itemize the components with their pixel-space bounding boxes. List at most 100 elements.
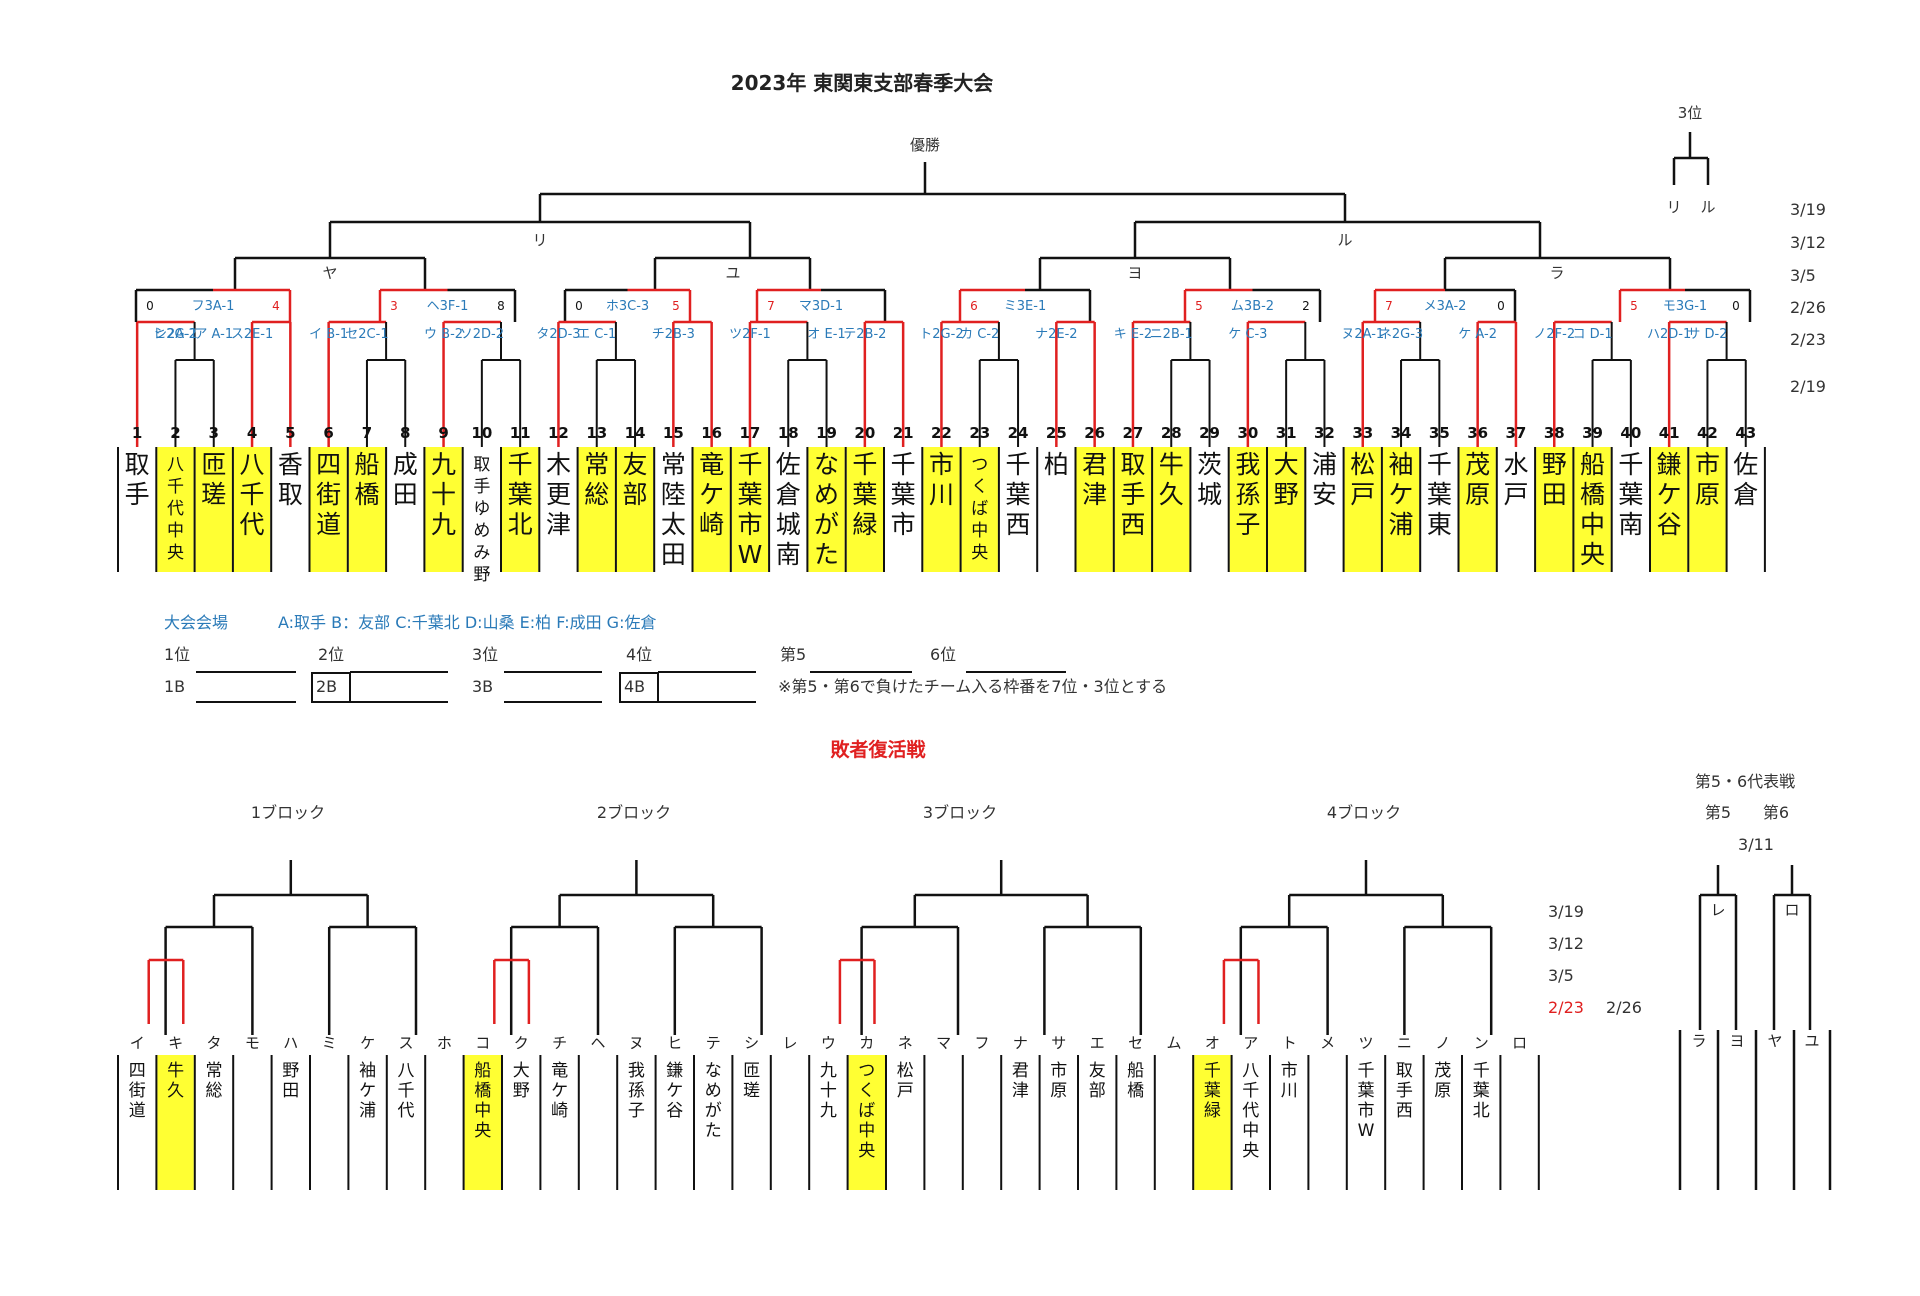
first-round-label: シ2A-2 <box>154 327 197 342</box>
team-name-char: 孫 <box>1235 480 1260 509</box>
repechage-column: ネ松戸 <box>897 1034 914 1101</box>
team-name-char: 船 <box>354 450 379 479</box>
repechage-block <box>1222 860 1493 1035</box>
repechage-team-char: 原 <box>1434 1081 1451 1101</box>
first-round-label: サ D-2 <box>1687 327 1727 342</box>
team-number: 24 <box>1008 424 1029 442</box>
team-name-char: 倉 <box>776 480 801 509</box>
repechage-team-char: 崎 <box>551 1101 568 1121</box>
team-number: 42 <box>1697 424 1718 442</box>
team-name-char: 代 <box>240 510 265 539</box>
team-name-char: 千 <box>167 477 184 497</box>
fifth-sixth-date: 3/11 <box>1738 835 1774 854</box>
highlight-cell <box>310 447 347 572</box>
repechage-team-char: 葉 <box>1204 1081 1221 1101</box>
repechage-block <box>493 860 763 1035</box>
repechage-team-char: 中 <box>1242 1121 1259 1141</box>
team-name-char: 央 <box>1580 540 1605 569</box>
team-name-char: 市 <box>1695 450 1720 479</box>
team-name-char: 取 <box>1120 450 1145 479</box>
first-round-label: チ2B-3 <box>652 327 695 342</box>
seed-4b: 4B <box>624 677 645 696</box>
team-name-char: 原 <box>1695 480 1720 509</box>
r16-match: マ3D-17 <box>755 288 887 322</box>
repechage-slot: フ <box>974 1034 989 1052</box>
first-round-group <box>327 320 407 447</box>
highlight-cell <box>731 447 769 572</box>
repechage-column: モ <box>245 1034 260 1052</box>
team-column: 7船橋 <box>348 424 386 572</box>
team-name-char: 常 <box>661 450 686 479</box>
team-name-char: 取 <box>125 450 150 479</box>
repechage-slot: ヌ <box>629 1034 644 1052</box>
repechage-team-char: 九 <box>820 1101 837 1121</box>
team-number: 39 <box>1582 424 1603 442</box>
repechage-team-char: 橋 <box>474 1081 491 1101</box>
score-right: 8 <box>497 299 505 313</box>
team-name-char: ケ <box>699 480 724 509</box>
repechage-team-char: 九 <box>820 1061 837 1081</box>
team-name-char: 田 <box>661 540 686 569</box>
team-name-char: 葉 <box>508 480 533 509</box>
first-round-label: ヒ2G-1 <box>153 327 197 342</box>
team-name-char: 千 <box>852 450 877 479</box>
highlight-cell <box>1268 447 1305 572</box>
team-name-char: 柏 <box>1044 450 1069 479</box>
team-name-char: 城 <box>776 510 801 539</box>
first-round-label: カ C-2 <box>960 327 999 342</box>
team-name-char: W <box>738 540 763 569</box>
venue-list: A:取手 B：友部 C:千葉北 D:山桑 E:柏 F:成田 G:佐倉 <box>278 613 656 632</box>
first-round-label: ネ2G-3 <box>1379 327 1423 342</box>
highlight-cell <box>1076 447 1113 572</box>
highlight-cell <box>1229 447 1266 572</box>
legend: 大会会場 A:取手 B：友部 C:千葉北 D:山桑 E:柏 F:成田 G:佐倉 … <box>164 613 1167 703</box>
repechage-slot: サ <box>1051 1034 1066 1052</box>
first-round-label: テ2B-2 <box>843 327 886 342</box>
first-round-label: エ C-1 <box>577 327 616 342</box>
highlight-cell <box>578 447 615 572</box>
score-left: 5 <box>1630 299 1638 313</box>
team-name-char: 葉 <box>1618 480 1643 509</box>
team-name-char: 久 <box>1159 480 1184 509</box>
sixth-label: 第6 <box>1763 803 1789 822</box>
highlight-cell <box>808 447 845 572</box>
team-name-char: 茨 <box>1197 450 1222 479</box>
team-name-char: た <box>814 540 839 569</box>
team-name-char: め <box>814 480 839 509</box>
qf-label-ya: ヤ <box>322 264 337 282</box>
team-name-char: 街 <box>316 480 341 509</box>
seed-3b: 3B <box>472 677 493 696</box>
first-round-group <box>442 320 522 447</box>
highlight-cell <box>961 447 998 572</box>
team-number: 4 <box>247 424 257 442</box>
repechage-slot: ハ <box>283 1034 298 1052</box>
score-left: 0 <box>575 299 583 313</box>
team-number: 6 <box>323 424 333 442</box>
slot-ro: ロ <box>1784 901 1799 919</box>
team-name-char: 葉 <box>1006 480 1031 509</box>
first-round-label: ツ2F-1 <box>729 327 771 342</box>
repechage-slot: オ <box>1205 1034 1220 1052</box>
repechage-team-char: 北 <box>1473 1101 1490 1121</box>
team-number: 13 <box>586 424 607 442</box>
first-round-group <box>557 320 637 447</box>
repechage-column: ク大野 <box>513 1034 530 1101</box>
team-number: 7 <box>362 424 372 442</box>
repechage-team-char: 瑳 <box>743 1081 760 1101</box>
team-name-char: 葉 <box>852 480 877 509</box>
team-name-char: が <box>814 510 839 539</box>
highlight-cell <box>1536 447 1573 572</box>
first-round-label: キ E-2 <box>1114 327 1152 342</box>
team-name-char: 佐 <box>1733 450 1758 479</box>
